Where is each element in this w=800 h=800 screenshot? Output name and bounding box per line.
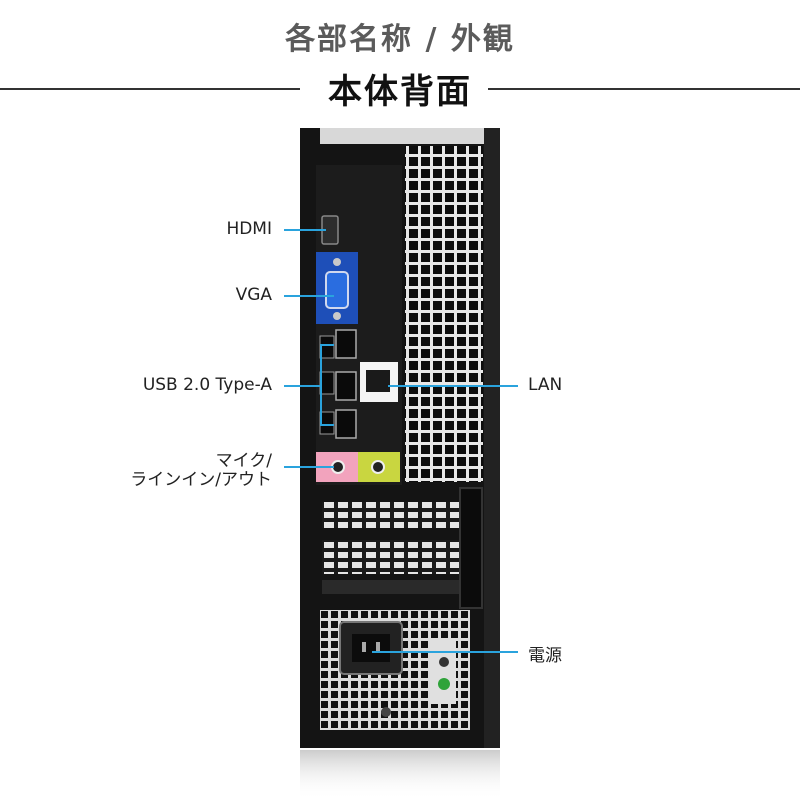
audio-label-line1: マイク/ [215,451,272,471]
slot-latch [459,487,483,609]
usb-port-2 [335,371,357,401]
vga-port [325,271,349,309]
usb-port-1 [335,329,357,359]
lan-leader [388,385,518,387]
line-jack [371,460,385,474]
pin-left [362,642,366,652]
vga-leader [284,295,334,297]
pin-right [376,642,380,652]
psu-test-panel [430,640,456,704]
usb-port-3 [335,409,357,439]
vent-grid [405,146,483,482]
audio-label-line2: ラインイン/アウト [130,470,272,490]
vga-label: VGA [235,285,272,305]
usb-port-5 [319,371,335,395]
title-rule-right [488,88,800,90]
usb-bracket-top [320,344,334,346]
expansion-slot-1 [322,502,464,528]
usb-port-4 [319,335,335,359]
psu-led [438,678,450,690]
expansion-slot-2 [322,540,464,574]
usb-bracket [320,344,322,426]
hdmi-leader [284,229,326,231]
usb-leader [284,385,320,387]
hdmi-label: HDMI [226,219,272,239]
title-rule-left [0,88,300,90]
power-leader [372,651,518,653]
power-label: 電源 [528,646,562,666]
lan-label: LAN [528,375,563,395]
vga-screw-bottom [333,312,341,320]
usb-label: USB 2.0 Type-A [142,375,272,395]
audio-leader [284,466,334,468]
lan-port [366,370,390,392]
usb-port-6 [319,411,335,435]
page-title: 本体背面 [328,72,472,112]
expansion-slot-3 [322,580,464,594]
vga-screw-top [333,258,341,266]
side-rail [484,128,500,748]
page-subtitle: 各部名称 / 外観 [285,22,515,57]
usb-bracket-bottom [320,424,334,426]
audio-label: マイク/ ラインイン/アウト [120,452,272,490]
io-panel [316,165,402,485]
reflection [300,750,500,800]
power-inlet-socket [352,634,390,662]
chassis-screw [381,707,391,717]
psu-test-button [439,657,449,667]
top-label-strip [320,128,500,144]
